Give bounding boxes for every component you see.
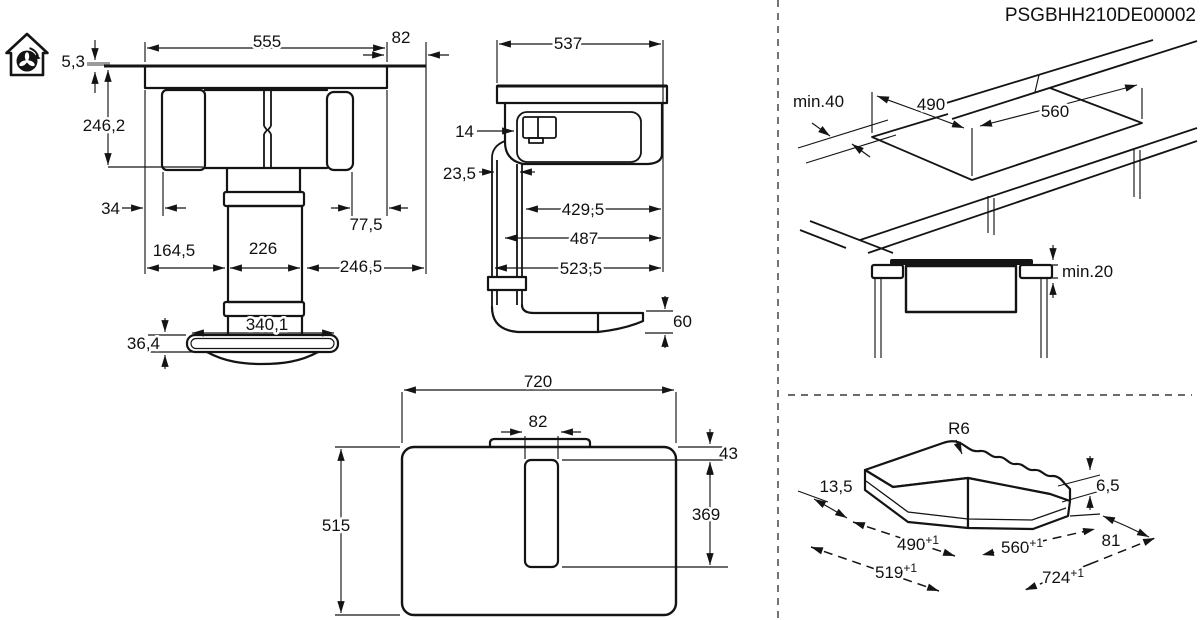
cutout-view: min.40 490 560	[791, 39, 1198, 254]
arrow-head	[34, 53, 41, 60]
dim-537-label: 537	[554, 34, 582, 53]
side-glass-outline	[495, 84, 669, 105]
dim-340-1-label: 340,1	[246, 315, 289, 334]
duct-collar-bottom	[222, 300, 306, 318]
dim-77-5-label: 77,5	[349, 215, 382, 234]
dim-6-5-label: 6,5	[1096, 476, 1120, 495]
dim-246-2-label: 246,2	[83, 116, 126, 135]
dim-487-label: 487	[570, 229, 598, 248]
diffuser-plate	[185, 333, 340, 354]
side-view: 537 14 23,5 429,5 487 523,5 60	[440, 32, 694, 348]
table-legs	[987, 148, 1141, 235]
table-legs-front	[874, 278, 1048, 358]
hob-glass-bar	[890, 259, 1033, 265]
dim-23-5-label: 23,5	[443, 164, 476, 183]
cutout-hole-outline	[871, 87, 1143, 181]
corner-piece-top-face	[863, 440, 1072, 503]
dim-14-label: 14	[455, 122, 474, 141]
dim-515-label: 515	[322, 516, 350, 535]
dim-r6-label: R6	[948, 419, 970, 438]
side-inner-panel	[516, 111, 642, 163]
vent-slot	[523, 458, 560, 569]
glass-panel-outline	[143, 64, 389, 90]
dim-min40-label: min.40	[793, 92, 844, 111]
dim-81-label: 81	[1102, 531, 1121, 550]
worktop-left-block	[870, 263, 905, 280]
neck-upper	[225, 166, 302, 194]
body-right-box	[325, 90, 355, 172]
horizontal-duct	[490, 303, 645, 334]
dim-60-label: 60	[673, 312, 692, 331]
neck-lower	[226, 314, 304, 337]
side-body-outline	[503, 101, 664, 166]
recirculation-house-icon	[5, 32, 49, 77]
duct-collar-top	[222, 190, 306, 208]
hob-top-outline	[400, 445, 678, 617]
dim-226-label: 226	[249, 239, 277, 258]
clearance-view: min.20	[870, 245, 1116, 358]
break-tick	[1034, 74, 1040, 93]
dim-164-5-label: 164,5	[153, 241, 196, 260]
glass-body-seam	[865, 480, 1067, 521]
dim-43-label: 43	[719, 444, 738, 463]
dim-34-label: 34	[101, 199, 120, 218]
body-left-box	[160, 88, 207, 172]
dim-top-82-label: 82	[529, 412, 548, 431]
pipe-collar	[486, 275, 528, 292]
front-view: 5,3 555 82 246,2 34 164,5 226 77,5 246,5…	[59, 26, 449, 369]
center-seam	[263, 90, 272, 168]
connection-box-tab	[528, 137, 544, 144]
dim-369-label: 369	[692, 505, 720, 524]
dim-720-label: 720	[524, 372, 552, 391]
dim-490-label: 490	[917, 95, 945, 114]
dim-523-5-label: 523,5	[560, 259, 603, 278]
connection-box	[522, 116, 557, 139]
dim-5-3-label: 5,3	[61, 52, 85, 71]
dim-519-tol-label: 519+1	[875, 561, 917, 582]
dim-429-5-label: 429,5	[562, 200, 605, 219]
dim-560-label: 560	[1041, 102, 1069, 121]
part-code-label: PSGBHH210DE00002	[1005, 5, 1196, 26]
dim-36-4-label: 36,4	[127, 334, 160, 353]
dim-490-tol-label: 490+1	[897, 533, 939, 554]
dim-724-tol-label: 724+1	[1042, 566, 1084, 587]
worktop-front-edges	[799, 127, 1198, 254]
diffuser-plate-inner	[190, 337, 335, 350]
vent-bump	[488, 437, 592, 449]
dim-13-5-label: 13,5	[819, 477, 852, 496]
dim-560-tol-label: 560+1	[1001, 536, 1043, 557]
worktop-back-edges	[929, 39, 1198, 120]
dim-246-5-label: 246,5	[340, 257, 383, 276]
top-view: 720 82 43 369 515	[319, 370, 740, 617]
worktop-right-block	[1018, 263, 1054, 280]
diffuser-cone	[205, 350, 320, 366]
hob-body-box	[904, 264, 1018, 314]
dim-555-label: 555	[253, 32, 281, 51]
body-center-box	[203, 88, 329, 170]
corner-detail-view: R6 13,5 6,5 81 490+1 560+1 519+1 724+1	[797, 417, 1156, 592]
down-pipe	[491, 140, 523, 277]
dim-82-label: 82	[392, 28, 411, 47]
dim-min20-label: min.20	[1062, 262, 1113, 281]
